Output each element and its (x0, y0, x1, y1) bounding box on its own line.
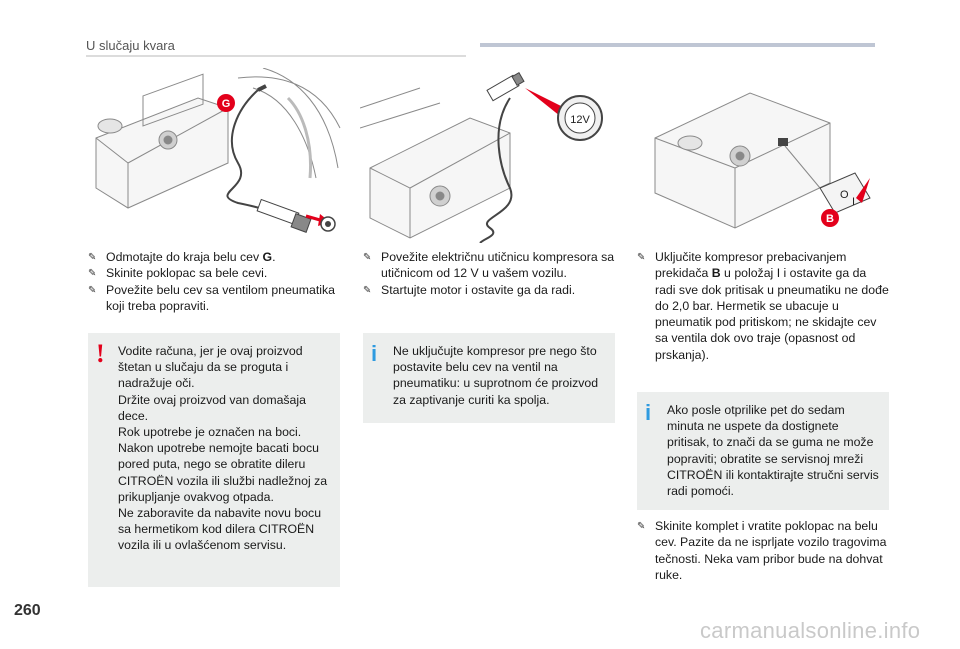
bullet-arrow-icon: ✎ (637, 252, 646, 263)
info-icon: i (645, 400, 652, 425)
warning-line: Držite ovaj proizvod van domašaja dece. (118, 392, 306, 423)
switch-off-label: O (840, 189, 849, 201)
bullet-arrow-icon: ✎ (88, 268, 97, 280)
bullet-arrow-icon: ✎ (637, 521, 646, 532)
info-icon: i (371, 341, 378, 366)
column3-final-step: ✎Skinite komplet i vratite poklopac na b… (637, 518, 889, 583)
info-box-pressure: i Ako posle otprilike pet do sedam minut… (637, 392, 889, 510)
power-plug-illustration: 12V (360, 68, 615, 243)
column1-steps: ✎Odmotajte do kraja belu cev G. ✎Skinite… (88, 249, 343, 314)
column2-steps: ✎Povežite električnu utičnicu kompresora… (363, 249, 615, 298)
list-item: ✎Startujte motor i ostavite ga da radi. (363, 282, 615, 298)
compressor-hose-illustration: G (88, 68, 343, 243)
header-divider-left (86, 55, 466, 57)
switch-on-label: I (852, 196, 855, 208)
list-item: ✎Skinite poklopac sa bele cevi. (88, 265, 343, 281)
callout-b-label: B (826, 213, 834, 225)
list-item: ✎Skinite komplet i vratite poklopac na b… (637, 519, 887, 582)
socket-12v-label: 12V (570, 114, 590, 126)
compressor-switch-illustration: O I B (630, 68, 885, 243)
info-box-compressor: i Ne uključujte kompresor pre nego što p… (363, 333, 615, 423)
page-number: 260 (14, 602, 41, 619)
warning-box: ! Vodite računa, jer je ovaj proizvod št… (88, 333, 340, 587)
list-item: ✎Odmotajte do kraja belu cev G. (88, 249, 343, 265)
warning-icon: ! (96, 339, 105, 368)
header-divider-right (480, 43, 875, 47)
column3-steps: ✎Uključite kompresor prebacivanjem preki… (637, 249, 889, 363)
watermark: carmanualsonline.info (700, 618, 921, 643)
callout-b-icon (821, 209, 839, 227)
warning-line: Vodite računa, jer je ovaj proizvod štet… (118, 344, 303, 391)
callout-g-icon (217, 94, 235, 112)
warning-line: Nakon upotrebe nemojte bacati bocu pored… (118, 441, 328, 504)
list-item: ✎Uključite kompresor prebacivanjem preki… (637, 250, 889, 362)
bullet-arrow-icon: ✎ (88, 284, 97, 296)
warning-line: Ne zaboravite da nabavite novu bocu sa h… (118, 506, 322, 553)
bullet-arrow-icon: ✎ (88, 252, 97, 263)
warning-line: Rok upotrebe je označen na boci. (118, 425, 302, 440)
section-title: U slučaju kvara (86, 38, 175, 53)
bullet-arrow-icon: ✎ (363, 284, 372, 296)
bullet-arrow-icon: ✎ (363, 252, 372, 263)
list-item: ✎Povežite električnu utičnicu kompresora… (363, 250, 615, 281)
list-item: ✎Povežite belu cev sa ventilom pneumatik… (88, 282, 335, 313)
callout-g-label: G (222, 98, 231, 110)
